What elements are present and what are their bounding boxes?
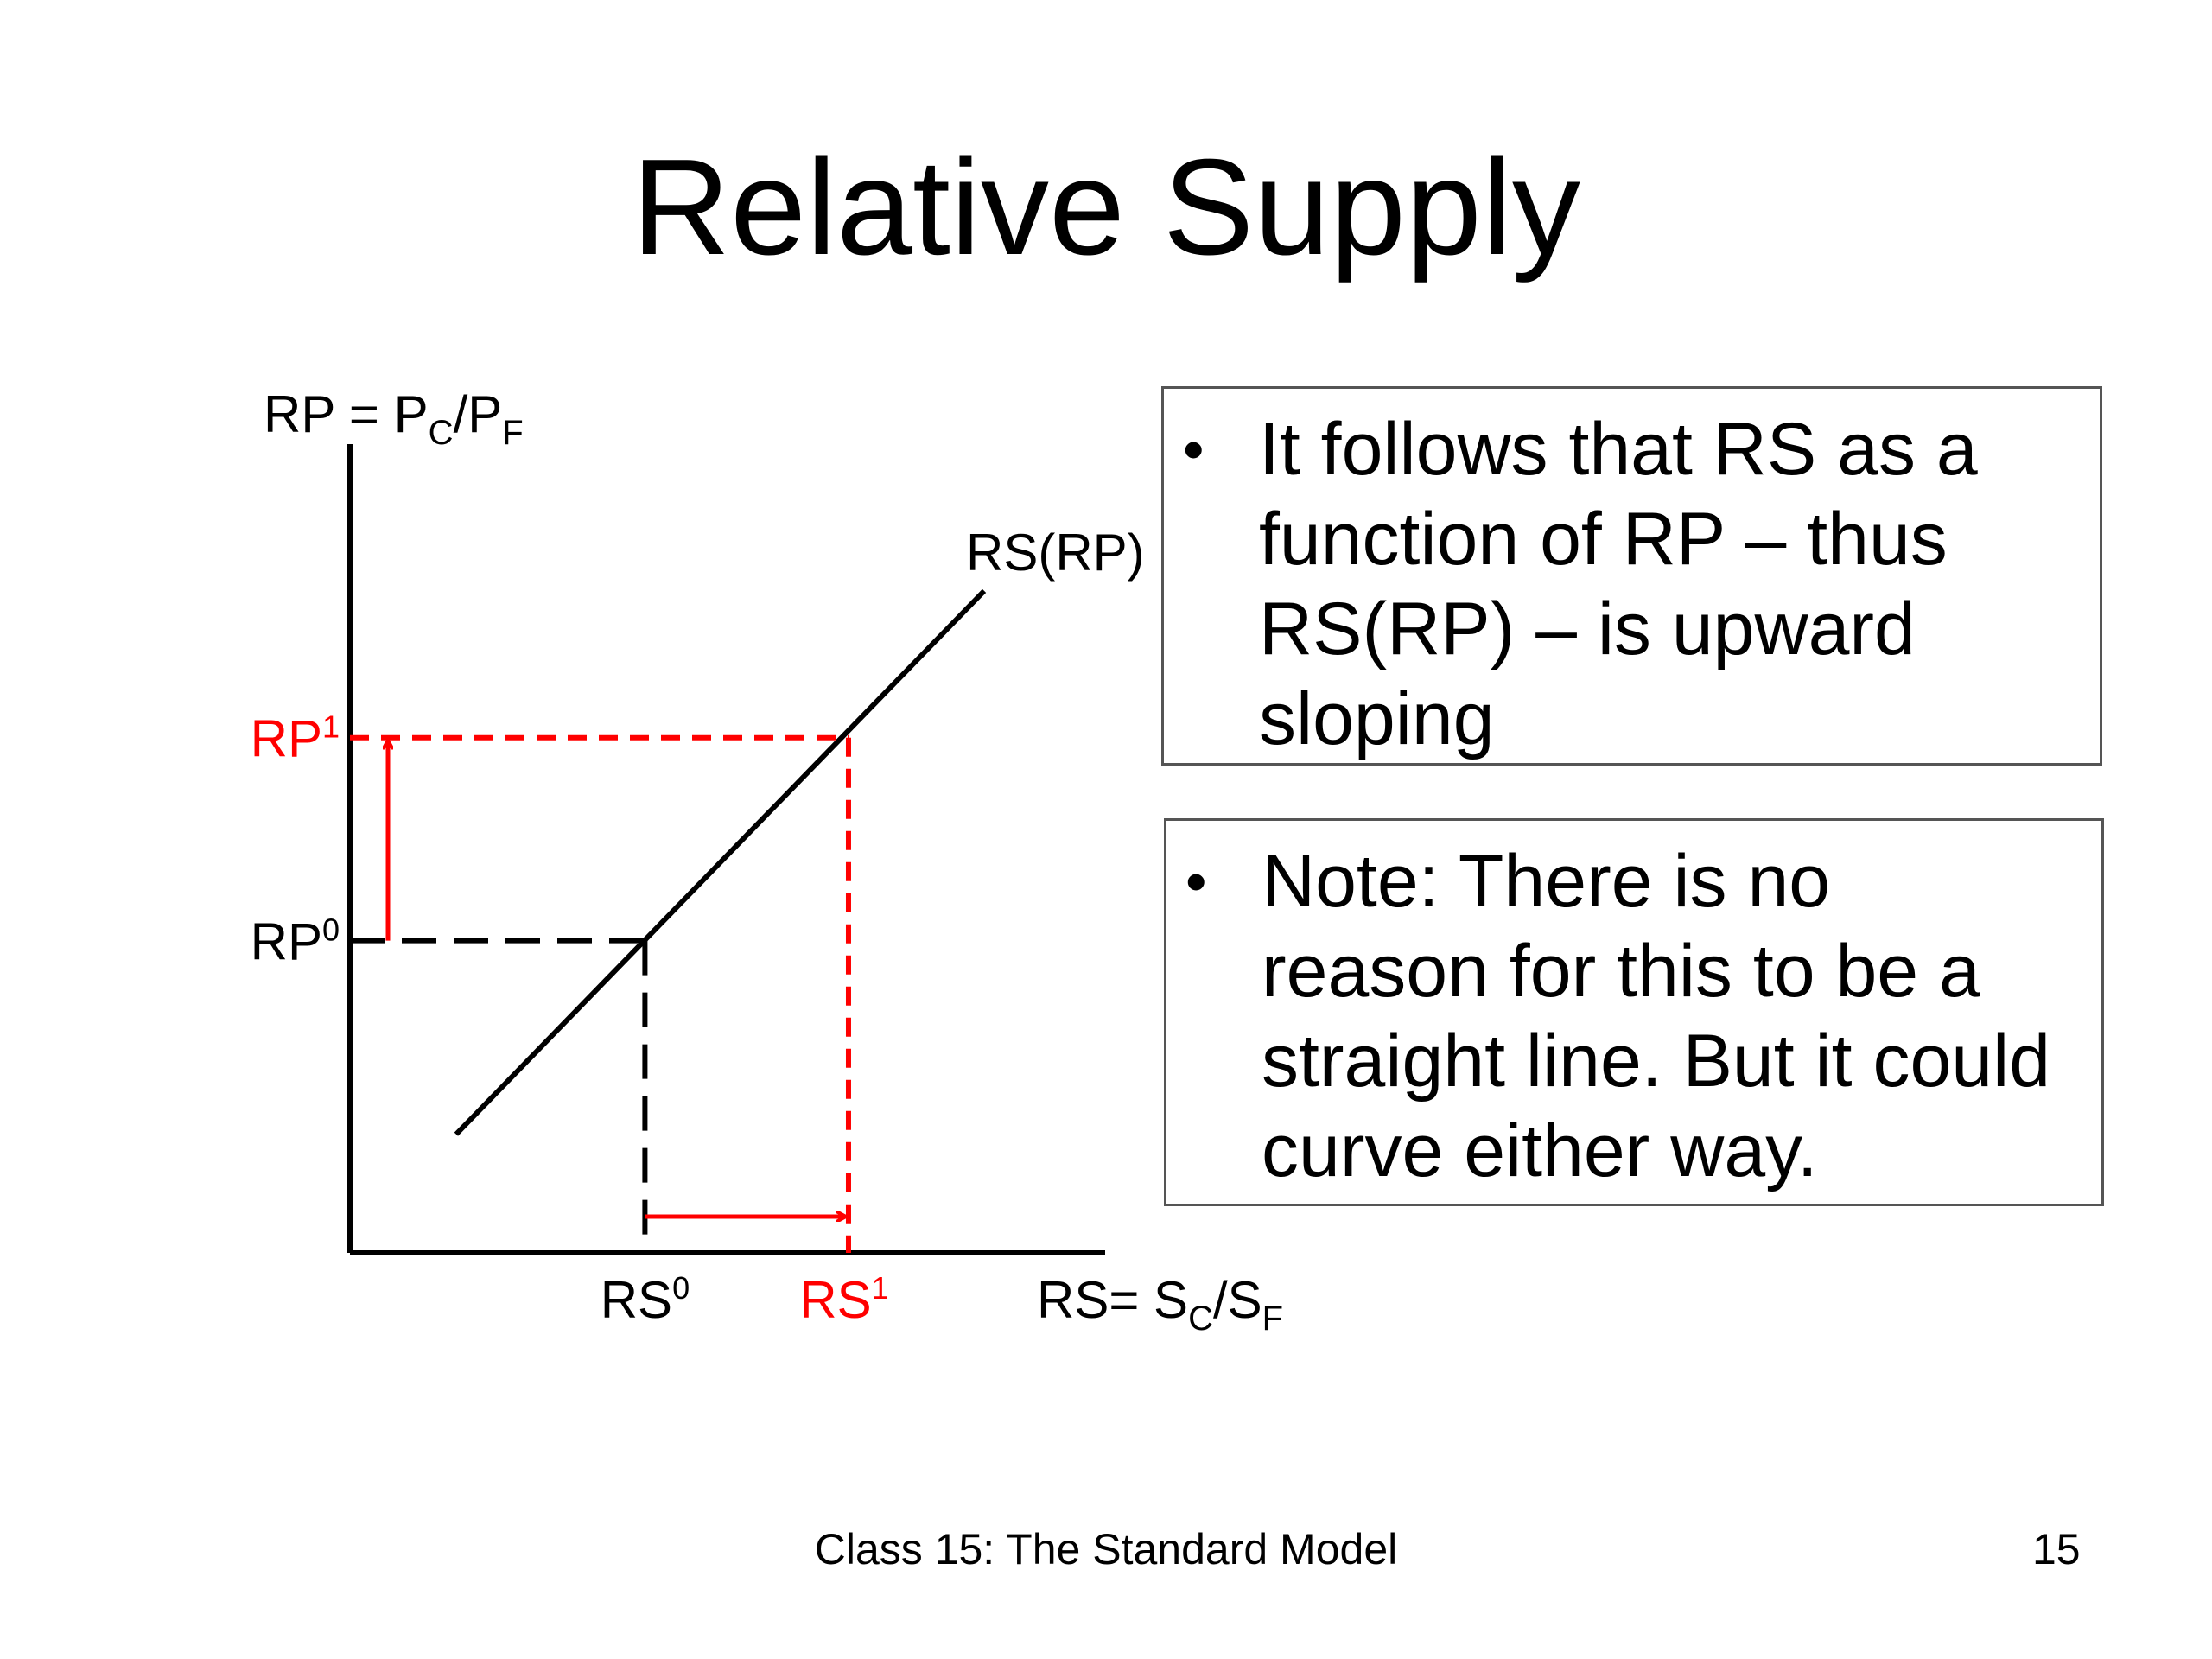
page-number: 15 (2032, 1525, 2081, 1573)
rs1-label: RS1 (799, 1270, 888, 1329)
text-box-upward-sloping: • It follows that RS as a function of RP… (1161, 386, 2102, 766)
footer-text: Class 15: The Standard Model (814, 1525, 1398, 1573)
slide-title: Relative Supply (632, 131, 1580, 283)
x-axis-label: RS= SC/SF (1037, 1271, 1283, 1338)
rp0-label: RP0 (251, 912, 340, 971)
rs-curve (454, 588, 987, 1136)
bullet-icon: • (1183, 416, 1205, 483)
box-text: Note: There is no reason for this to be … (1262, 840, 2051, 1192)
box-text: It follows that RS as a function of RP –… (1259, 408, 1978, 760)
rs0-label: RS0 (601, 1270, 690, 1329)
bullet-icon: • (1185, 848, 1207, 915)
y-axis-label: RP = PC/PF (264, 385, 524, 452)
curve-label: RS(RP) (966, 524, 1145, 582)
rp1-label: RP1 (251, 709, 340, 768)
text-box-note: • Note: There is no reason for this to b… (1164, 818, 2104, 1206)
